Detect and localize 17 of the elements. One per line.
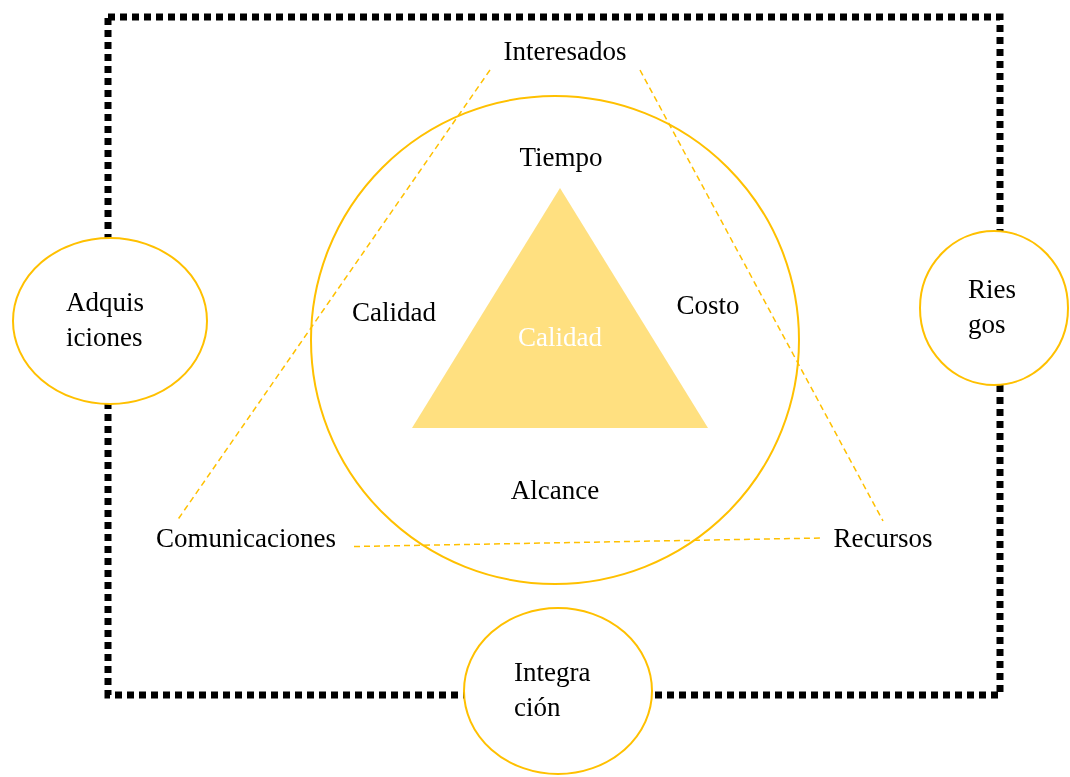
circle-shape (919, 230, 1069, 386)
connector-line (353, 537, 823, 548)
node-label: Recursos (832, 522, 934, 555)
side-label: Tiempo (518, 141, 604, 174)
node-label: Interesados (502, 35, 628, 68)
circle-label: Adquis iciones (66, 286, 145, 355)
circle-shape (12, 237, 208, 405)
circle-label: Ries gos (968, 273, 1017, 342)
connector-line (176, 69, 491, 522)
side-label: Costo (675, 289, 741, 322)
connector-line (639, 69, 884, 522)
circle-label: Integra ción (514, 656, 592, 725)
circle-shape (463, 607, 653, 775)
triangle-label: Calidad (517, 321, 603, 354)
node-label: Comunicaciones (155, 522, 337, 555)
side-label: Calidad (351, 296, 437, 329)
side-label: Alcance (509, 474, 601, 507)
